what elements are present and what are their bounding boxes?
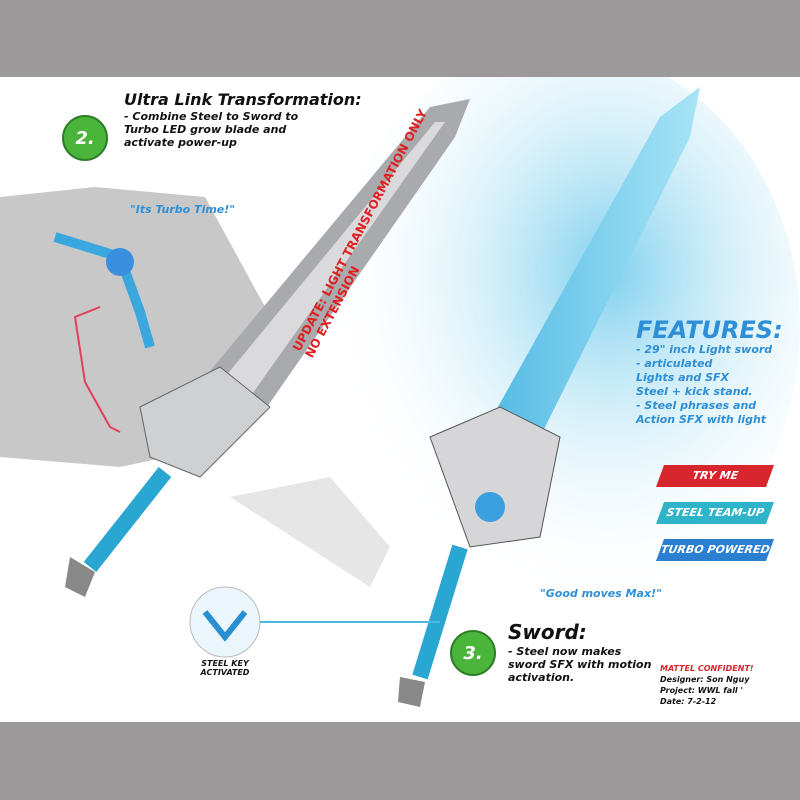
step-3-title: Sword:	[508, 620, 587, 644]
feature-item: - articulated	[636, 357, 713, 370]
step-2-badge: 2.	[62, 115, 108, 161]
feature-item: - Steel phrases and	[636, 399, 757, 412]
light-blade	[470, 87, 700, 477]
designer: Designer: Son Nguy	[660, 675, 750, 684]
feature-item: Lights and SFX	[636, 371, 729, 384]
feature-item: Action SFX with light	[636, 413, 767, 426]
features-title: FEATURES:	[636, 316, 783, 344]
pink-arrows	[73, 306, 121, 433]
steel-figure	[53, 232, 155, 349]
light-guard	[429, 406, 561, 548]
features-list: - 29" inch Light sword - articulated Lig…	[636, 343, 772, 427]
grey-handle	[83, 467, 172, 572]
try-me-button[interactable]: TRY ME	[655, 465, 775, 487]
feature-item: Steel + kick stand.	[636, 385, 753, 398]
feature-item: - 29" inch Light sword	[636, 343, 773, 356]
step-2-title: Ultra Link Transformation:	[124, 90, 362, 109]
step-3-desc: - Steel now makes sword SFX with motion …	[508, 645, 652, 684]
credits: MATTEL CONFIDENT! Designer: Son Nguy Pro…	[660, 663, 754, 707]
confidential-label: MATTEL CONFIDENT!	[660, 664, 754, 673]
steel-key-icon	[189, 586, 261, 658]
concept-sheet: 2. Ultra Link Transformation: - Combine …	[0, 77, 800, 722]
grey-guard	[139, 366, 271, 478]
steel-key-label: STEEL KEY ACTIVATED	[200, 659, 250, 677]
turbo-powered-button[interactable]: TURBO POWERED	[655, 539, 775, 561]
turbo-time-quote: "Its Turbo Time!"	[130, 203, 236, 216]
step-3-badge: 3.	[450, 630, 496, 676]
date: Date: 7-2-12	[660, 697, 717, 706]
good-moves-quote: "Good moves Max!"	[540, 587, 662, 600]
light-handle	[412, 544, 468, 680]
project: Project: WWL fall '	[660, 686, 743, 695]
steel-team-up-button[interactable]: STEEL TEAM-UP	[655, 502, 775, 524]
step-2-desc: - Combine Steel to Sword to Turbo LED gr…	[124, 110, 299, 149]
arrow-shape	[230, 477, 390, 587]
